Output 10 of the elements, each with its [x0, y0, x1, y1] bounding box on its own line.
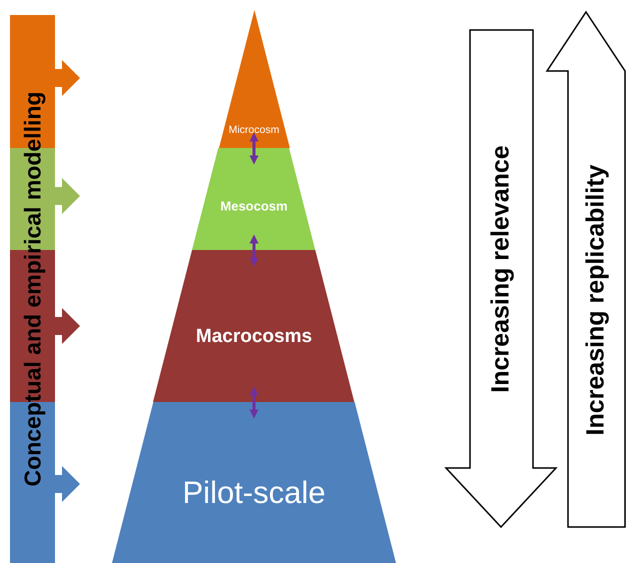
double-arrow [250, 132, 258, 164]
layer-label: Mesocosm [220, 198, 288, 214]
arrow-label: Increasing relevance [486, 145, 516, 393]
layer-label: Microcosm [228, 124, 280, 136]
double-arrow [250, 234, 258, 266]
vertical-label: Conceptual and empirical modelling [19, 92, 46, 486]
layer-label: Pilot-scale [182, 475, 326, 511]
layer-label: Macrocosms [196, 326, 312, 348]
double-arrow [250, 386, 258, 418]
arrow-label: Increasing replicability [582, 164, 610, 435]
